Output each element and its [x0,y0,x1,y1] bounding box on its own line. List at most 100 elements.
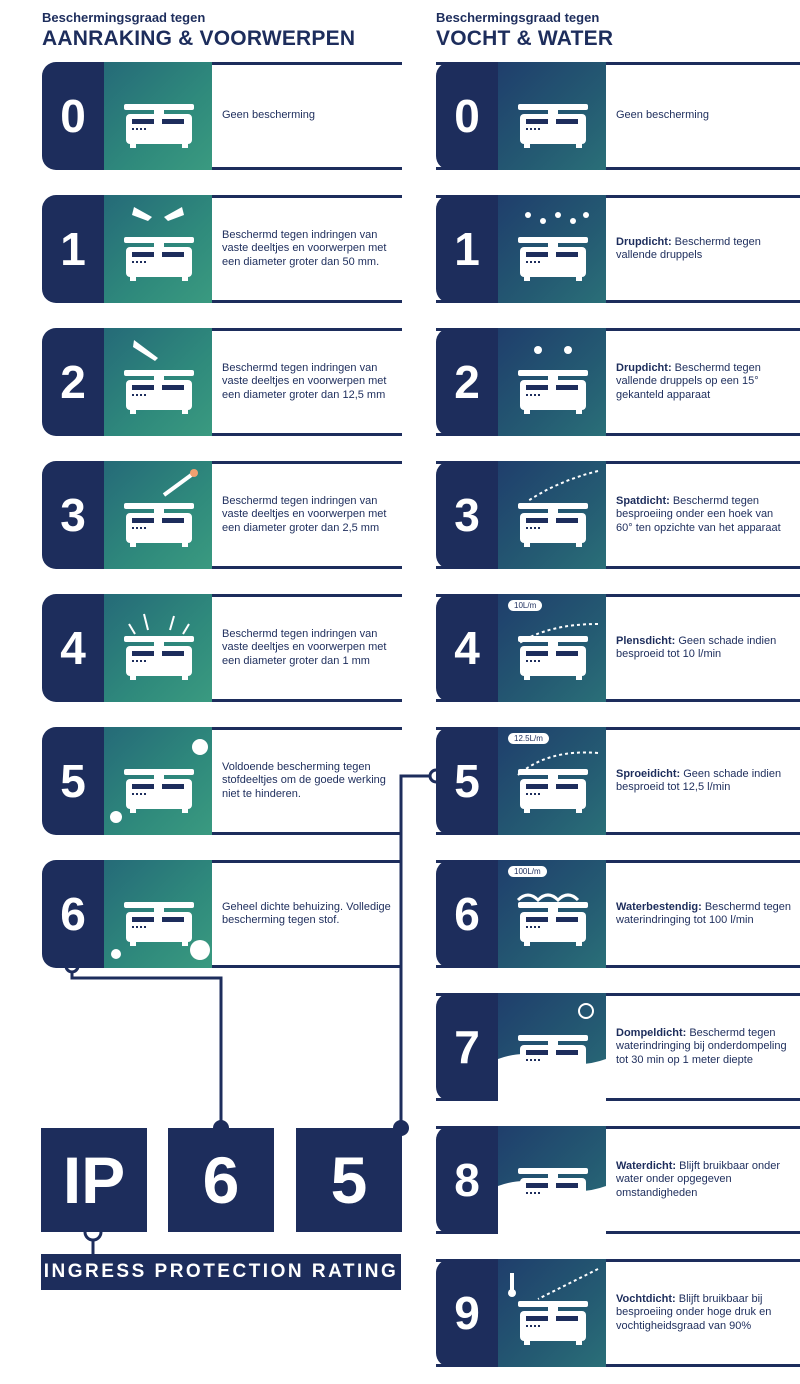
card-top-line [436,594,800,597]
dust-icon [104,727,212,835]
rating-number: 0 [42,62,104,170]
powerful-jet-icon: 100L/m [498,860,606,968]
solids-card: 1 Beschermd tegen indringen van vaste dee… [42,195,402,303]
rating-number: 0 [436,62,498,170]
card-top-line [56,195,402,198]
card-top-line [436,461,800,464]
nails-icon [104,594,212,702]
rating-text: Beschermd tegen indringen van vaste deel… [222,361,387,401]
rating-term: Vochtdicht: [616,1292,676,1305]
card-bottom-line [436,433,800,436]
screwdriver-icon [104,461,212,569]
solid-digit: 6 [202,1143,240,1217]
liquids-header-sub: Beschermingsgraad tegen [436,10,600,25]
rating-description: Geen bescherming [616,62,792,170]
solids-card: 5 Voldoende bescherming tegen stofdeeltje… [42,727,402,835]
card-top-line [56,860,402,863]
tilted-drops-icon [498,328,606,436]
scale-icon [498,62,606,170]
card-bottom-line [56,566,402,569]
card-bottom-line [436,965,800,968]
liquids-header: Beschermingsgraad tegen VOCHT & WATER [436,10,613,52]
finger-icon [104,328,212,436]
rating-text: Geen schade indien besproeid tot 12,5 l/… [616,767,782,794]
card-top-line [56,594,402,597]
rating-text: Blijft bruikbaar bij besproeiing onder h… [616,1292,772,1332]
ip-label-box: IP [41,1128,147,1232]
card-top-line [436,727,800,730]
card-bottom-line [436,1364,800,1367]
liquids-card: 9 Vochtdicht: Blijft bruikbaar bij bespro… [436,1259,800,1367]
liquid-digit: 5 [330,1143,368,1217]
card-bottom-line [436,566,800,569]
rating-number: 5 [42,727,104,835]
rating-description: Beschermd tegen indringen van vaste deel… [222,461,394,569]
rating-number: 7 [436,993,498,1101]
rating-number: 6 [436,860,498,968]
liquids-card: 0 Geen bescherming [436,62,800,170]
card-bottom-line [56,167,402,170]
rating-number: 2 [42,328,104,436]
rating-text: Beschermd tegen indringen van vaste deel… [222,627,387,667]
card-bottom-line [56,965,402,968]
rating-text: Geheel dichte behuizing. Volledige besch… [222,900,391,927]
card-bottom-line [56,433,402,436]
rating-description: Geheel dichte behuizing. Volledige besch… [222,860,394,968]
solids-card: 2 Beschermd tegen indringen van vaste dee… [42,328,402,436]
high-pressure-icon [498,1259,606,1367]
rating-description: Plensdicht: Geen schade indien besproeid… [616,594,792,702]
drops-icon [498,195,606,303]
rating-number: 1 [436,195,498,303]
rating-number: 8 [436,1126,498,1234]
rating-text: Beschermd tegen waterindringing bij onde… [616,1026,787,1066]
card-top-line [56,62,402,65]
rating-term: Plensdicht: [616,634,676,647]
rating-number: 3 [436,461,498,569]
card-top-line [436,62,800,65]
rating-description: Drupdicht: Beschermd tegen vallende drup… [616,328,792,436]
solids-header-sub: Beschermingsgraad tegen [42,10,206,25]
rating-number: 4 [42,594,104,702]
rating-term: Drupdicht: [616,361,672,374]
rating-text: Beschermd tegen waterindringing tot 100 … [616,900,792,927]
rating-term: Waterbestendig: [616,900,702,913]
card-bottom-line [436,1098,800,1101]
rating-term: Waterdicht: [616,1159,677,1172]
jet-icon: 12.5L/m [498,727,606,835]
rating-number: 5 [436,727,498,835]
card-top-line [436,993,800,996]
rating-number: 6 [42,860,104,968]
rating-number: 2 [436,328,498,436]
rating-text: Geen schade indien besproeid tot 10 l/mi… [616,634,777,661]
card-bottom-line [436,699,800,702]
rating-text: Blijft bruikbaar onder water onder opgeg… [616,1159,781,1199]
liquids-card: 7 Dompeldicht: Beschermd tegen waterindri… [436,993,800,1101]
card-top-line [436,195,800,198]
liquids-header-title: VOCHT & WATER [436,27,614,50]
rating-text: Beschermd tegen indringen van vaste deel… [222,494,387,534]
immersion-icon [498,993,606,1101]
card-top-line [436,860,800,863]
rating-description: Geen bescherming [222,62,394,170]
solids-header: Beschermingsgraad tegen AANRAKING & VOOR… [42,10,355,52]
liquid-digit-box: 5 [296,1128,402,1232]
card-top-line [436,1259,800,1262]
rating-number: 1 [42,195,104,303]
flow-badge: 100L/m [508,866,547,877]
rating-text: Geen bescherming [616,109,709,122]
card-bottom-line [56,300,402,303]
solids-card: 4 Beschermd tegen indringen van vaste dee… [42,594,402,702]
rating-term: Spatdicht: [616,494,670,507]
rating-term: Drupdicht: [616,235,672,248]
card-bottom-line [436,1231,800,1234]
solids-card: 0 Geen bescherming [42,62,402,170]
rating-term: Dompeldicht: [616,1026,687,1039]
rating-description: Voldoende bescherming tegen stofdeeltjes… [222,727,394,835]
rating-number: 9 [436,1259,498,1367]
rating-description: Sproeidicht: Geen schade indien besproei… [616,727,792,835]
rating-description: Beschermd tegen indringen van vaste deel… [222,195,394,303]
